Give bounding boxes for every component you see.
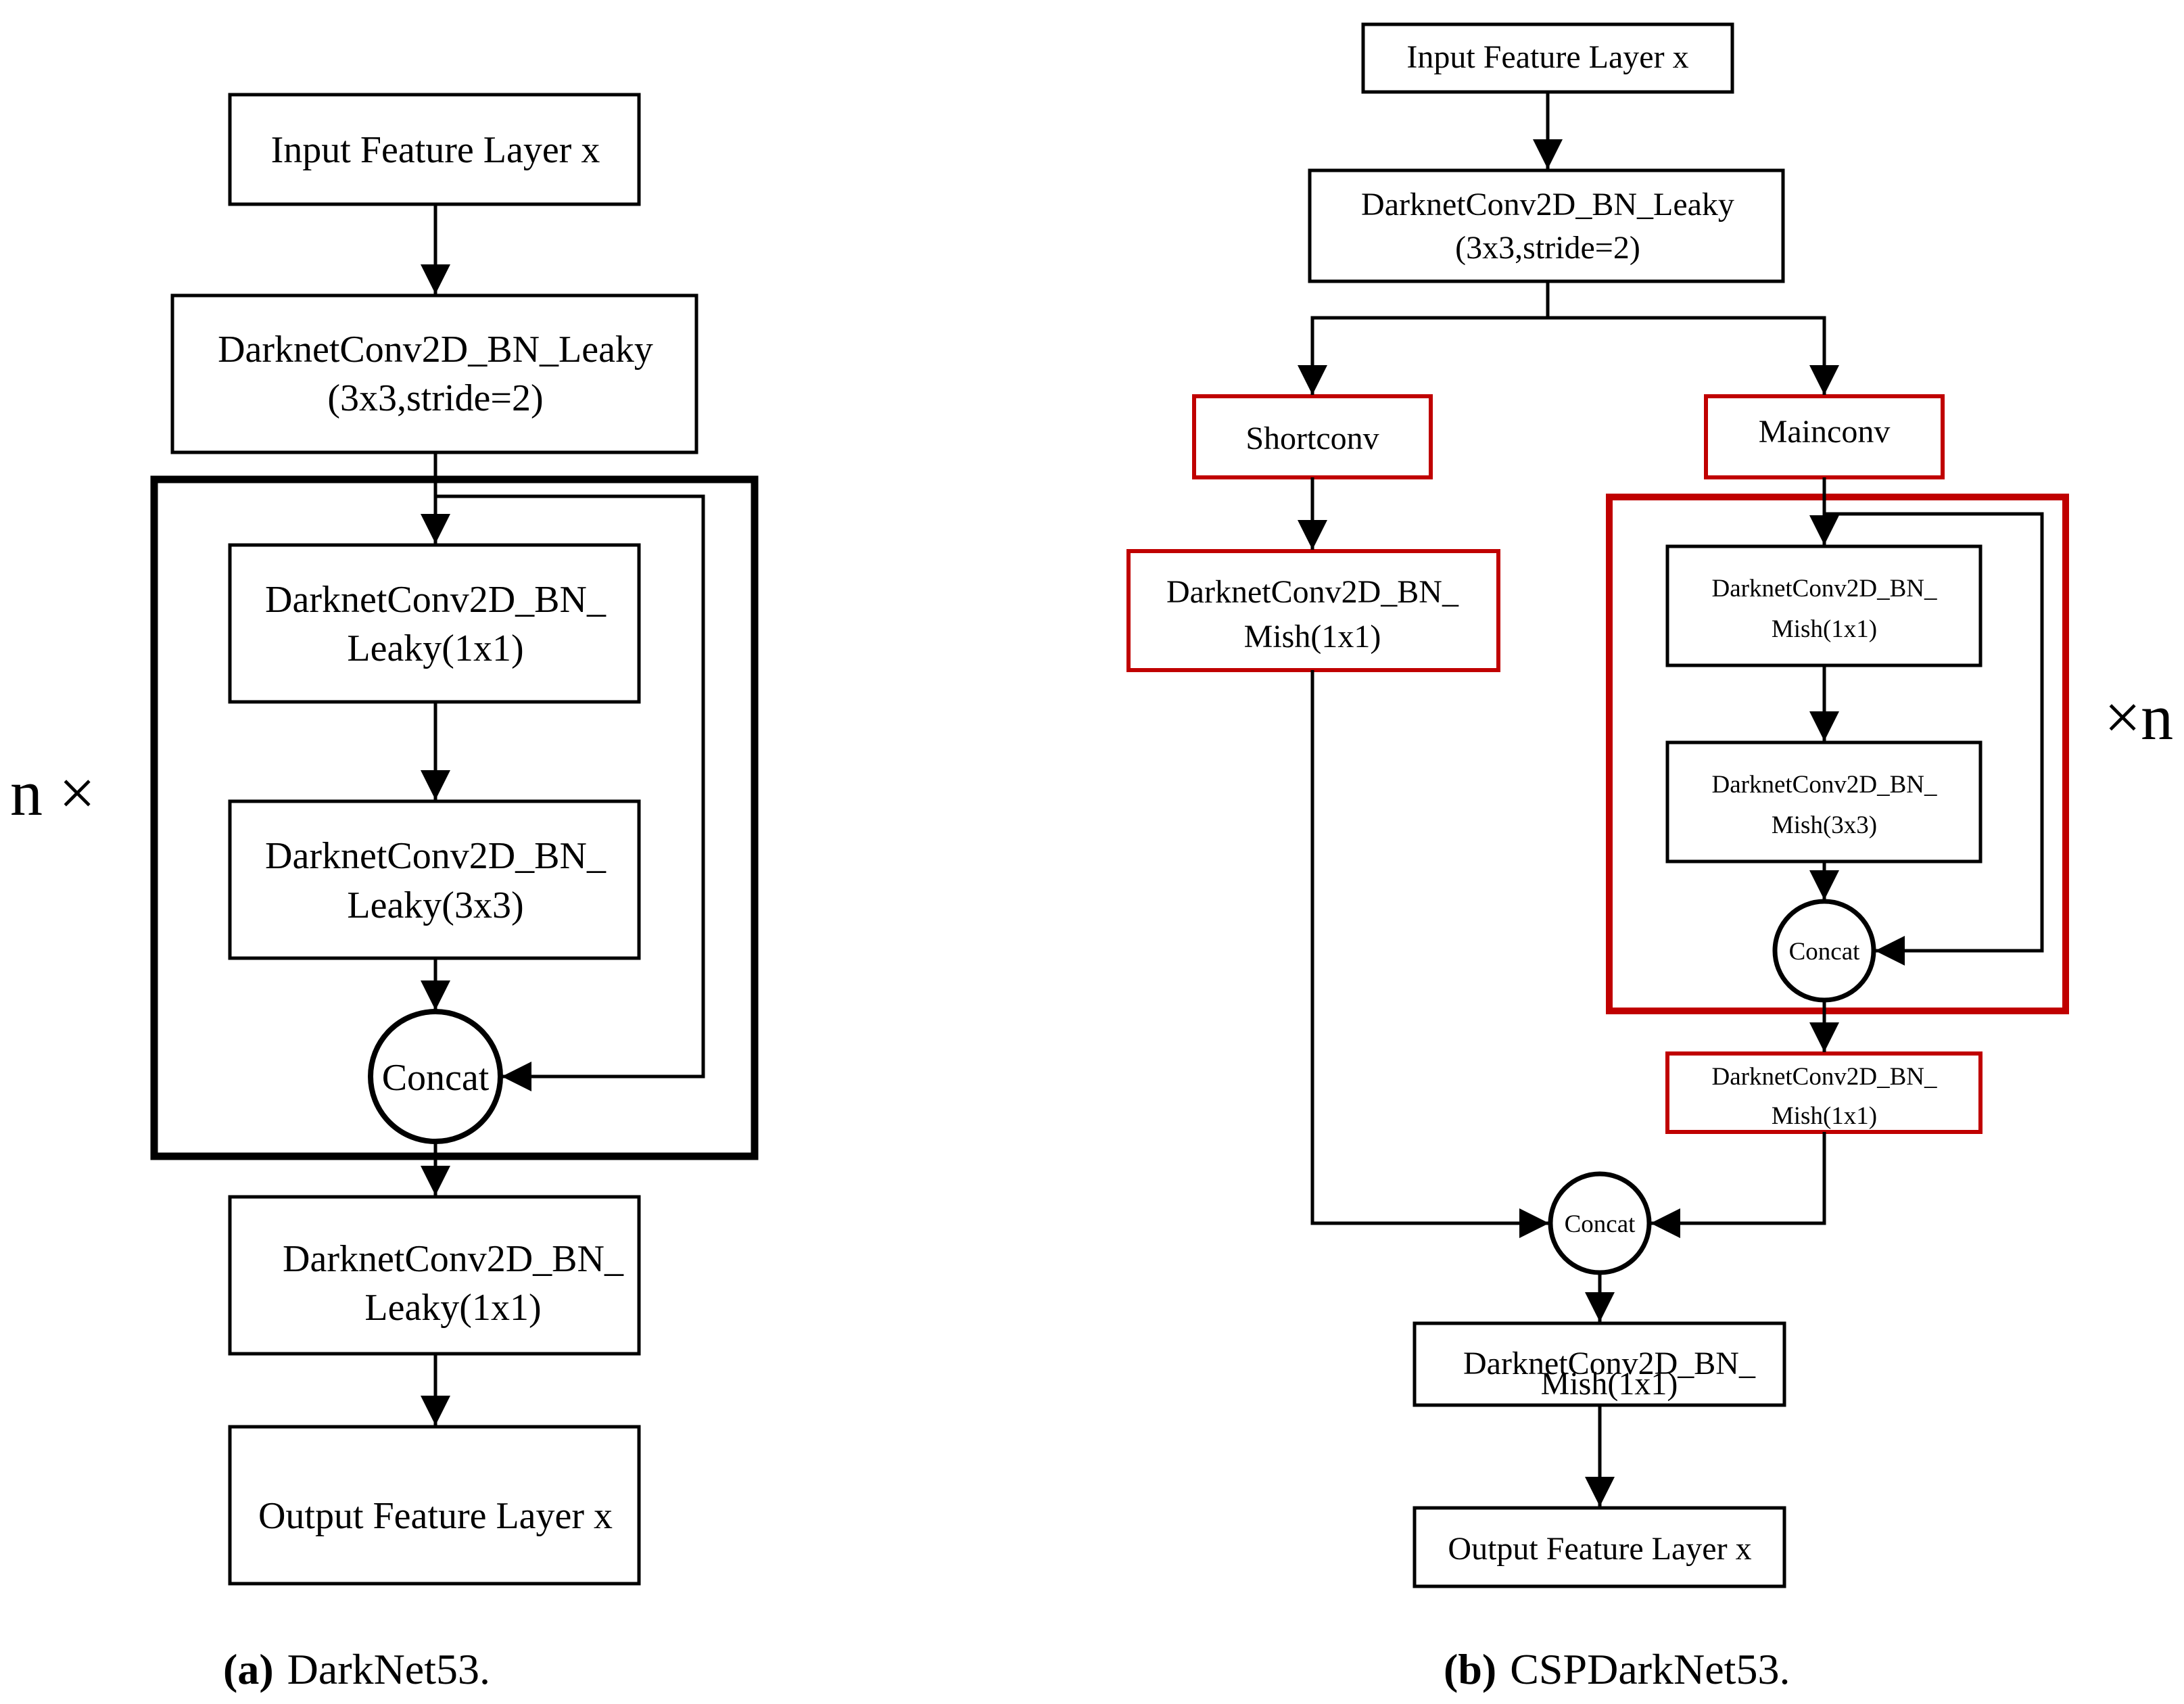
a-after-conv-box <box>228 1195 641 1356</box>
b-res-mish3-label-2: Mish(3x3) <box>1772 811 1877 839</box>
a-caption-text: DarkNet53. <box>287 1645 490 1693</box>
b-conv-stride-label-2: (3x3,stride=2) <box>1455 230 1640 266</box>
a-after-conv-label-2: Leaky(1x1) <box>364 1287 541 1329</box>
a-repeat-frame <box>150 475 759 1160</box>
a-concat-label: Concat <box>382 1057 490 1099</box>
b-input-label: Input Feature Layer x <box>1406 39 1688 75</box>
b-conv-stride-box <box>1308 168 1785 283</box>
a-res-conv1-box <box>228 543 641 704</box>
a-conv-stride-label-1: DarknetConv2D_BN_Leaky <box>218 329 653 371</box>
b-mainconv-box <box>1704 394 1945 479</box>
a-caption-letter: (a) <box>223 1645 274 1693</box>
b-res-mish1-label-1: DarknetConv2D_BN_ <box>1712 575 1937 602</box>
b-main-mish-after-label-2: Mish(1x1) <box>1772 1102 1877 1130</box>
a-res-conv1-label-2: Leaky(1x1) <box>347 628 523 669</box>
a-conv-stride-label-2: (3x3,stride=2) <box>327 377 543 419</box>
a-conv-stride-box <box>170 293 698 454</box>
b-res-concat-label: Concat <box>1789 938 1861 966</box>
b-merge-concat-node <box>1548 1171 1652 1275</box>
cspdarknet53-diagram: Input Feature Layer x DarknetConv2D_BN_L… <box>1126 22 2173 1693</box>
darknet53-diagram: Input Feature Layer x DarknetConv2D_BN_L… <box>10 93 759 1693</box>
b-arrow-conv-mainconv <box>1548 316 1839 395</box>
b-final-mish-box <box>1413 1321 1786 1407</box>
a-input-label: Input Feature Layer x <box>271 129 600 171</box>
a-output-box <box>228 1425 641 1586</box>
b-res-concat-node <box>1772 899 1876 1003</box>
b-skip-connection <box>1824 512 2044 966</box>
b-short-mish-label-1: DarknetConv2D_BN_ <box>1166 574 1459 610</box>
b-final-mish-label-2: Mish(1x1) <box>1541 1366 1678 1402</box>
a-caption: (a) DarkNet53. <box>223 1645 490 1693</box>
a-res-conv1-label-1: DarknetConv2D_BN_ <box>265 579 607 621</box>
b-merge-concat-label: Concat <box>1565 1210 1636 1238</box>
b-repeat-frame <box>1606 494 2069 1014</box>
b-caption-text: CSPDarkNet53. <box>1510 1645 1790 1693</box>
a-input-box <box>228 93 641 206</box>
b-arrow-conv-shortconv <box>1298 281 1550 395</box>
a-repeat-label: n × <box>10 757 95 829</box>
b-shortconv-label: Shortconv <box>1245 421 1379 456</box>
b-output-label: Output Feature Layer x <box>1448 1531 1751 1567</box>
b-repeat-label: ×n <box>2104 681 2173 753</box>
b-final-mish-label-1: DarknetConv2D_BN_ <box>1463 1346 1756 1381</box>
b-caption: (b) CSPDarkNet53. <box>1444 1645 1790 1693</box>
a-res-conv2-label-2: Leaky(3x3) <box>347 884 523 926</box>
b-res-mish3-label-1: DarknetConv2D_BN_ <box>1712 771 1937 799</box>
b-arrow-main-to-merge <box>1651 1132 1826 1238</box>
b-input-box <box>1361 22 1734 94</box>
b-res-mish3-box <box>1665 740 1983 863</box>
b-main-mish-after-label-1: DarknetConv2D_BN_ <box>1712 1063 1937 1091</box>
a-skip-connection <box>435 494 705 1091</box>
b-mainconv-label: Mainconv <box>1759 414 1891 450</box>
a-after-conv-label-1: DarknetConv2D_BN_ <box>283 1238 624 1280</box>
b-short-mish-box <box>1126 549 1500 672</box>
b-res-mish1-label-2: Mish(1x1) <box>1772 615 1877 643</box>
b-conv-stride-label-1: DarknetConv2D_BN_Leaky <box>1361 187 1734 222</box>
b-arrow-short-to-merge <box>1310 670 1549 1238</box>
b-output-box <box>1413 1506 1786 1588</box>
a-res-conv2-label-1: DarknetConv2D_BN_ <box>265 835 607 877</box>
a-output-label: Output Feature Layer x <box>258 1495 613 1537</box>
b-caption-letter: (b) <box>1444 1645 1496 1693</box>
a-res-conv2-box <box>228 799 641 960</box>
b-short-mish-label-2: Mish(1x1) <box>1244 619 1381 655</box>
b-res-mish1-box <box>1665 544 1983 667</box>
